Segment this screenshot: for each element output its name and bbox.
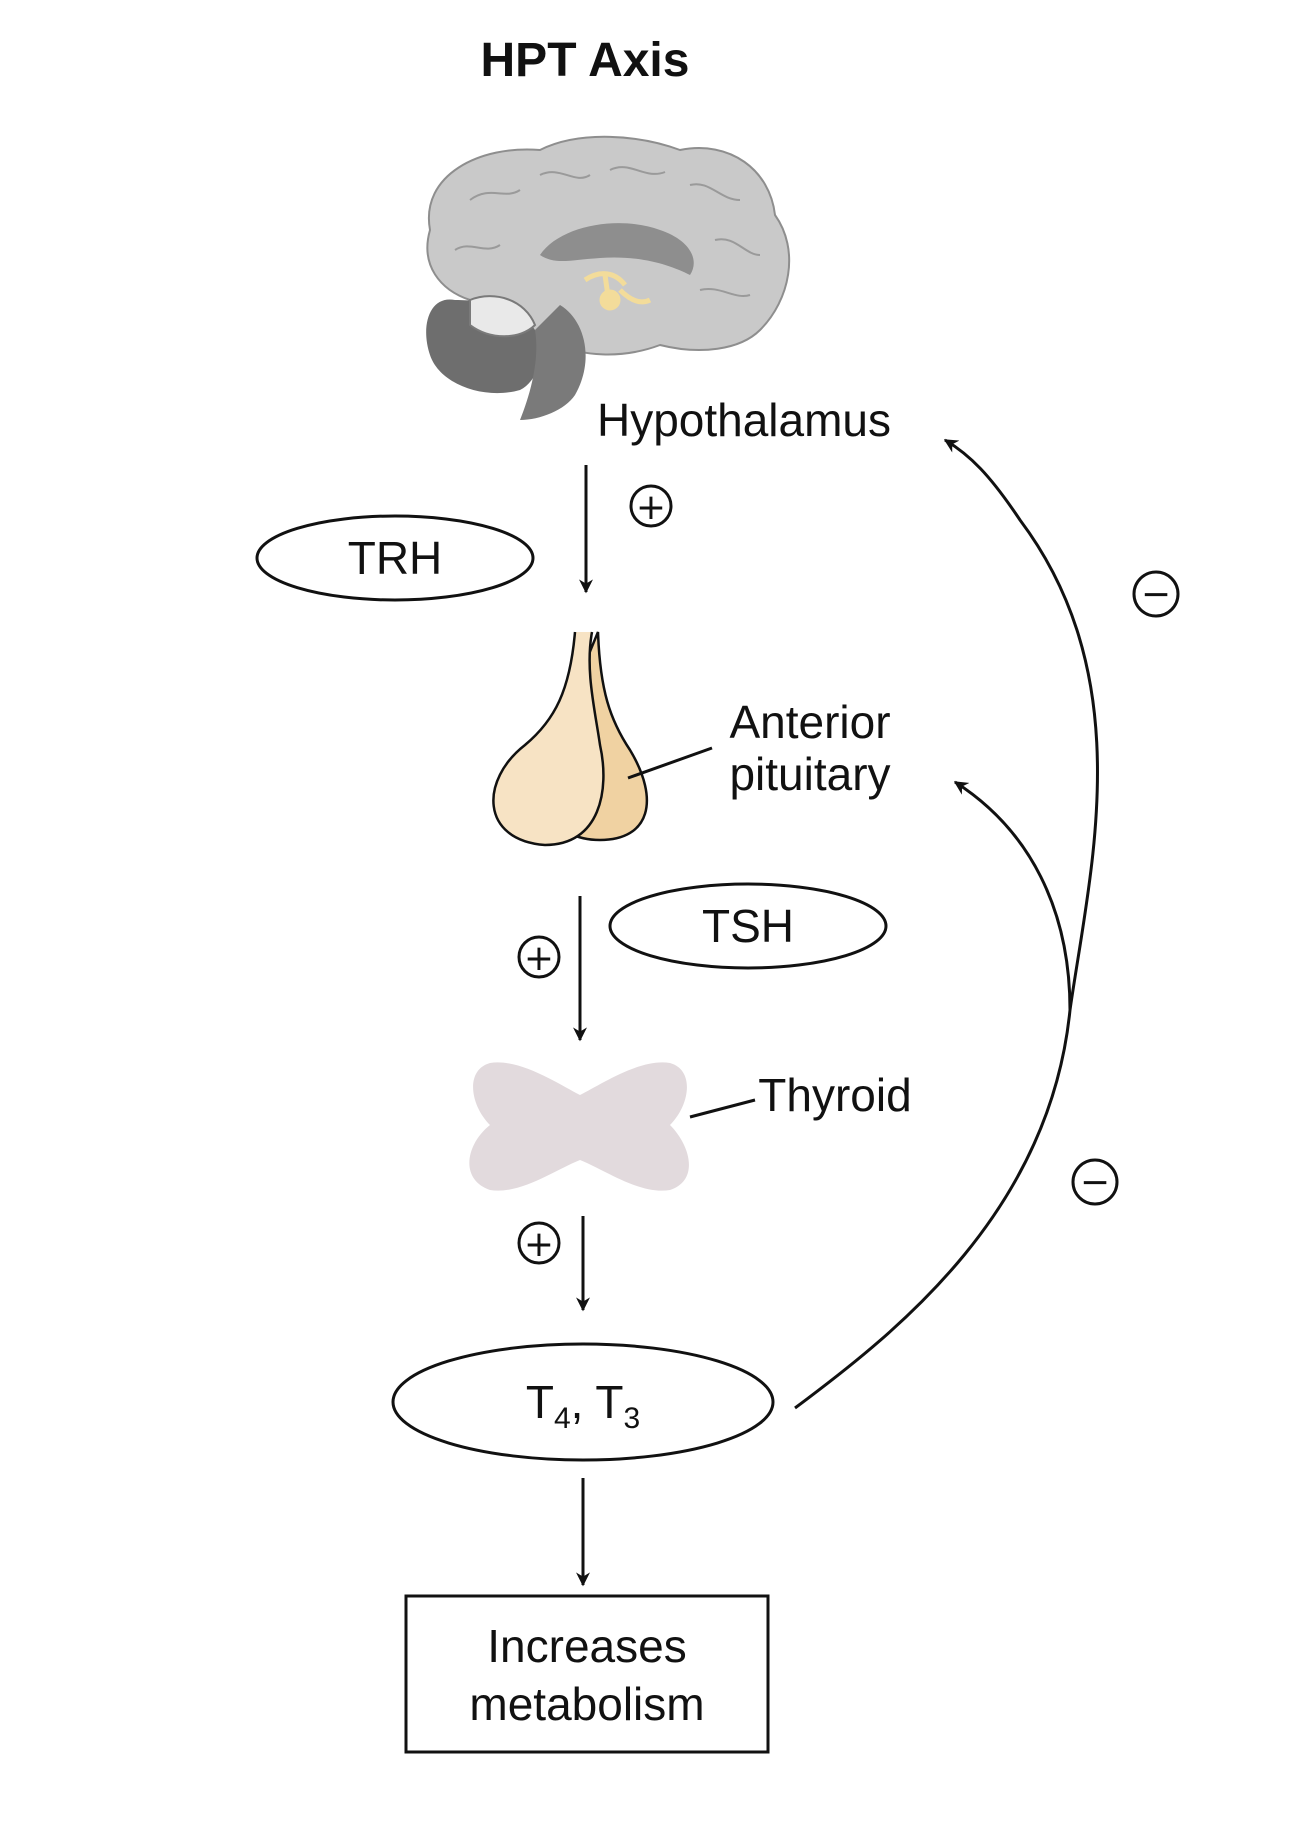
t4-subscript: 4 — [554, 1402, 571, 1435]
corpus-callosum — [540, 223, 694, 275]
svg-text:−: − — [1141, 574, 1171, 615]
pituitary-leader-line — [627, 746, 713, 780]
t4-t3-node: T4, T3 — [391, 1342, 775, 1462]
trh-node: TRH — [255, 514, 535, 602]
cerebral-folds — [454, 166, 761, 298]
thyroid-label: Thyroid — [758, 1069, 911, 1121]
t3-subscript: 3 — [623, 1402, 640, 1435]
stimulate-sign-tsh: + — [517, 935, 561, 979]
diagram-title: HPT Axis — [481, 34, 690, 87]
feedback-arrow-to-pituitary — [794, 780, 1072, 1410]
feedback-arrow-to-hypothalamus — [943, 438, 1099, 1011]
tsh-label: TSH — [702, 900, 794, 952]
metabolism-box: Increases metabolism — [404, 1594, 770, 1754]
hypothalamus-label: Hypothalamus — [597, 394, 891, 446]
trh-label: TRH — [348, 532, 443, 584]
anterior-pituitary-label-line1: Anterior — [729, 696, 890, 748]
cerebellum-detail — [469, 295, 537, 338]
tsh-node: TSH — [608, 882, 888, 970]
t3-letter: T — [595, 1376, 623, 1428]
pituitary-lobe-front — [492, 631, 605, 847]
metabolism-label-line1: Increases — [487, 1620, 686, 1672]
pituitary-illustration — [492, 631, 713, 847]
brainstem-shape — [520, 305, 586, 420]
t-separator: , — [571, 1376, 596, 1428]
inhibit-sign-hypothalamus: − — [1132, 570, 1180, 618]
svg-text:+: + — [636, 487, 666, 528]
hypothalamus-highlight — [583, 271, 652, 311]
svg-text:+: + — [524, 938, 554, 979]
svg-text:+: + — [524, 1224, 554, 1265]
stimulate-sign-trh: + — [629, 484, 673, 528]
anterior-pituitary-label-line2: pituitary — [729, 748, 890, 800]
t4-letter: T — [526, 1376, 554, 1428]
thyroid-shape — [469, 1062, 689, 1191]
stimulate-sign-thyroid: + — [517, 1221, 561, 1265]
t4-t3-label: T4, T3 — [526, 1376, 640, 1435]
metabolism-label-line2: metabolism — [469, 1678, 704, 1730]
thyroid-leader-line — [689, 1098, 756, 1119]
svg-text:−: − — [1080, 1162, 1110, 1203]
thyroid-illustration — [469, 1062, 756, 1191]
inhibit-sign-pituitary: − — [1071, 1158, 1119, 1206]
brain-illustration — [426, 135, 791, 420]
